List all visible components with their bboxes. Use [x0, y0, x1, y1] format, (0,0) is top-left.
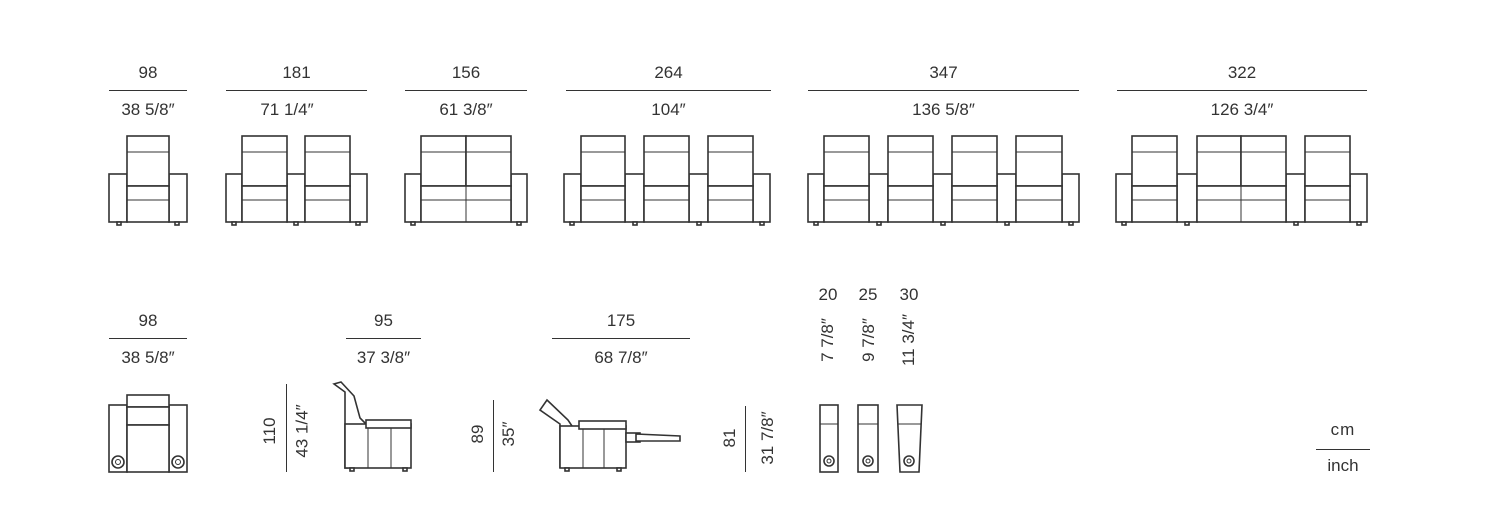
- side-upright-width-cm: 95: [374, 311, 393, 330]
- config-5-cm: 347: [929, 63, 958, 82]
- config-5-inch: 136 5/8″: [912, 100, 975, 119]
- config-2-inch: 71 1/4″: [260, 100, 314, 119]
- config-1-cm: 98: [138, 63, 158, 82]
- side-reclined-width-inch: 68 7/8″: [594, 348, 648, 367]
- config-4-cm: 264: [654, 63, 683, 82]
- config-2-drawing: [225, 135, 368, 226]
- config-3-dim-line: [405, 90, 527, 91]
- config-6-inch: 126 3/4″: [1210, 100, 1274, 119]
- single-front-cm: 98: [138, 311, 158, 330]
- armrest-2-cm: 25: [858, 285, 878, 304]
- side-reclined-width-cm: 175: [606, 311, 636, 330]
- armrest-3-cm: 30: [899, 285, 919, 304]
- side-reclined-width-line: [552, 338, 690, 339]
- legend-line: [1316, 449, 1370, 450]
- config-6-cm: 322: [1227, 63, 1257, 82]
- legend-cm: cm: [1330, 420, 1356, 439]
- config-6-dim-line: [1117, 90, 1367, 91]
- single-front-dim-line: [109, 338, 187, 339]
- config-1-dim-line: [109, 90, 187, 91]
- config-6-drawing: [1115, 135, 1368, 226]
- armrest-1-cm: 20: [818, 285, 838, 304]
- side-reclined-height-line: [493, 400, 494, 472]
- side-upright-height-line: [286, 384, 287, 472]
- config-5-drawing: [807, 135, 1080, 226]
- config-1-drawing: [108, 135, 188, 226]
- legend-inch: inch: [1327, 456, 1359, 475]
- config-2-dim-line: [226, 90, 367, 91]
- config-3-inch: 61 3/8″: [439, 100, 493, 119]
- config-4-dim-line: [566, 90, 771, 91]
- config-4-inch: 104″: [651, 100, 686, 119]
- side-upright-width-inch: 37 3/8″: [356, 348, 411, 367]
- config-2-cm: 181: [282, 63, 311, 82]
- config-3-cm: 156: [451, 63, 481, 82]
- config-4-drawing: [563, 135, 771, 226]
- side-upright-width-line: [346, 338, 421, 339]
- config-3-drawing: [404, 135, 528, 226]
- config-5-dim-line: [808, 90, 1079, 91]
- armrest-height-line: [745, 406, 746, 472]
- single-front-inch: 38 5/8″: [121, 348, 175, 367]
- config-1-inch: 38 5/8″: [121, 100, 175, 119]
